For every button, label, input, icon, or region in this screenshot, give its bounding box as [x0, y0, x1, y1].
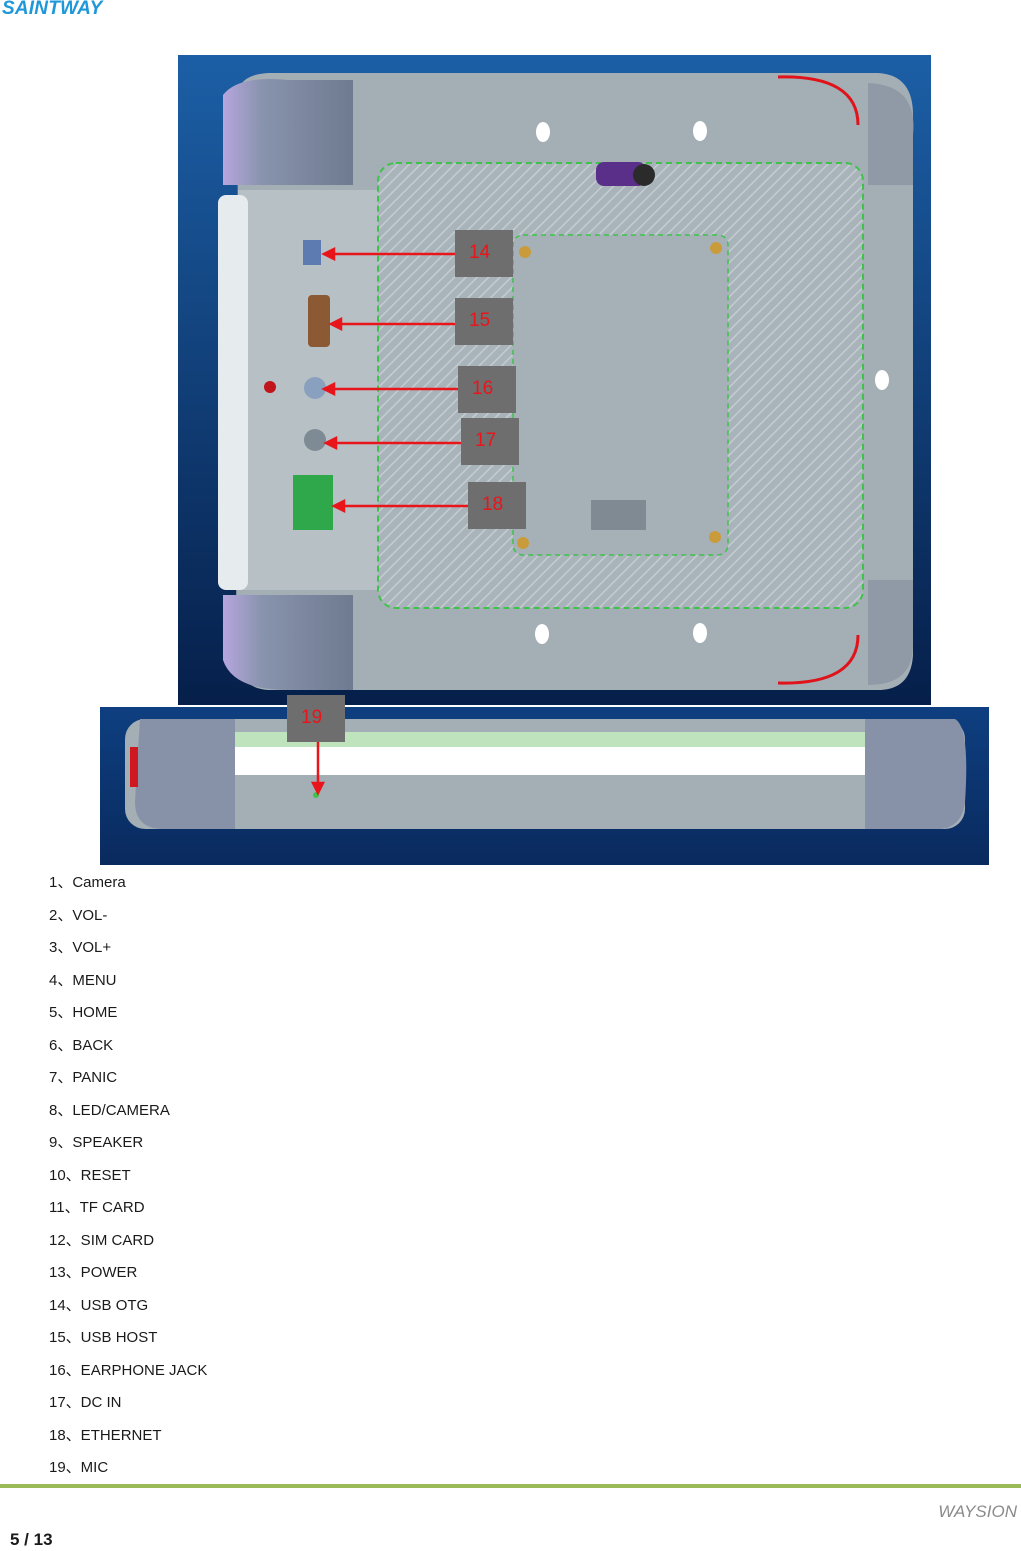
legend-item: 8、LED/CAMERA — [49, 1101, 170, 1119]
legend-item: 12、SIM CARD — [49, 1231, 155, 1249]
legend-item: 9、SPEAKER — [49, 1134, 144, 1151]
callout-16: 16 — [458, 366, 516, 413]
callout-19: 19 — [287, 695, 345, 742]
legend-item: 3、VOL+ — [49, 939, 112, 956]
legend-item: 11、TF CARD — [49, 1199, 145, 1216]
legend-item: 15、USB HOST — [49, 1329, 158, 1346]
brand-logo-text: SAINTWAY — [2, 0, 103, 19]
page-number: 5 / 13 — [10, 1530, 53, 1549]
legend-item: 13、POWER — [49, 1264, 138, 1281]
callout-15: 15 — [455, 298, 513, 345]
legend-item: 6、BACK — [49, 1036, 114, 1054]
footer-divider — [0, 1484, 1021, 1488]
device-bottom-illustration — [100, 707, 989, 865]
footer-brand-text: WAYSION — [938, 1502, 1017, 1521]
device-back-view-figure — [178, 55, 931, 705]
legend-item: 14、USB OTG — [49, 1296, 149, 1314]
legend-item: 10、RESET — [49, 1166, 131, 1184]
legend-item: 7、PANIC — [49, 1069, 118, 1086]
callout-17: 17 — [461, 418, 519, 465]
device-bottom-view-figure — [100, 707, 989, 865]
legend-item: 18、ETHERNET — [49, 1426, 162, 1444]
legend-item: 19、MIC — [49, 1459, 109, 1476]
legend-item: 5、HOME — [49, 1004, 118, 1021]
component-legend-list: 1、Camera 2、VOL- 3、VOL+ 4、MENU 5、HOME 6、B… — [49, 872, 207, 1490]
callout-18: 18 — [468, 482, 526, 529]
legend-item: 1、Camera — [49, 874, 126, 891]
device-back-illustration — [178, 55, 931, 705]
legend-item: 2、VOL- — [49, 906, 108, 924]
callout-14: 14 — [455, 230, 513, 277]
legend-item: 4、MENU — [49, 971, 117, 989]
legend-item: 17、DC IN — [49, 1394, 122, 1411]
legend-item: 16、EARPHONE JACK — [49, 1361, 208, 1379]
